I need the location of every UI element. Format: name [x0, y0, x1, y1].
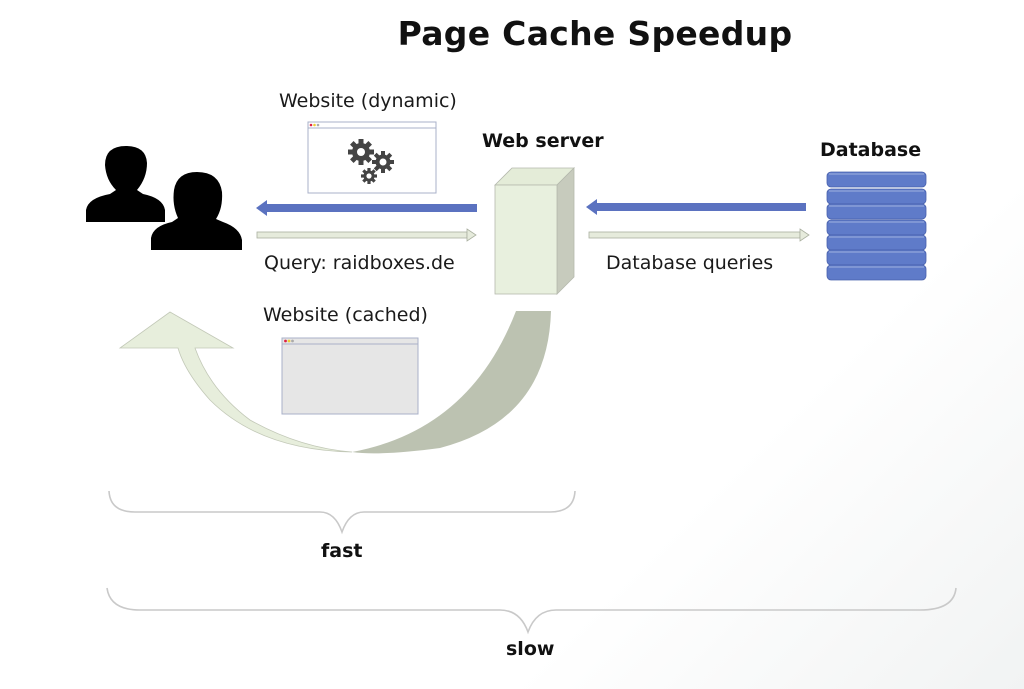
slow-brace: [106, 587, 957, 635]
database-disk: [826, 264, 927, 281]
db-response-arrow: [586, 199, 806, 215]
cache-return-arrow: [118, 311, 551, 454]
website-cached-window: [281, 337, 419, 415]
db-query-arrow: [588, 228, 810, 242]
website-cached-label: Website (cached): [263, 304, 428, 326]
fast-brace: [108, 490, 576, 535]
web-server-label: Web server: [482, 130, 604, 152]
request-arrow: [256, 228, 477, 242]
fast-label: fast: [321, 540, 363, 562]
server-icon: [494, 167, 575, 295]
users-icon: [86, 146, 242, 250]
database-disk: [826, 171, 927, 188]
db-queries-label: Database queries: [606, 252, 774, 274]
page-title: Page Cache Speedup: [397, 14, 793, 53]
slow-label: slow: [506, 638, 555, 660]
database-icon: [826, 171, 927, 281]
website-dynamic-window: [307, 121, 437, 194]
database-label: Database: [820, 139, 922, 161]
website-dynamic-label: Website (dynamic): [279, 90, 457, 112]
database-disk: [826, 203, 927, 220]
query-label: Query: raidboxes.de: [264, 252, 455, 274]
response-arrow: [256, 200, 477, 216]
gears-icon: [348, 139, 394, 184]
